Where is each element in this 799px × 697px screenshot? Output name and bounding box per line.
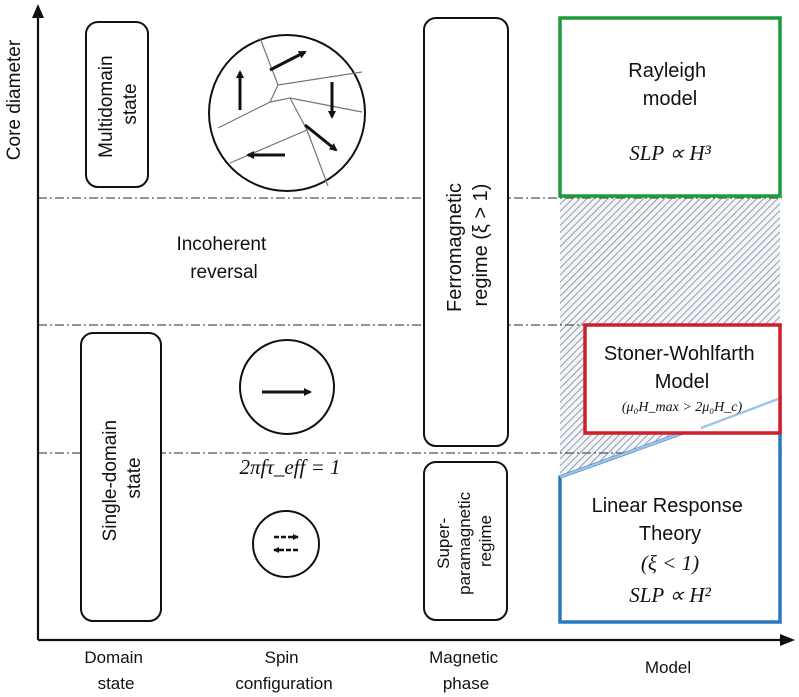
linear-response-formula: SLP ∝ H² (629, 583, 711, 607)
ferromagnetic-regime-label: Ferromagnetic regime (ξ > 1) (444, 178, 492, 312)
stoner-wohlfarth-condition: (μ₀H_max > 2μ₀H_c) (622, 400, 743, 415)
x-label-spin-configuration: Spin configuration (235, 648, 332, 693)
superparamagnetic-regime-label: Super- paramagnetic regime (434, 487, 495, 595)
x-label-domain-state: Domain state (84, 648, 147, 693)
ferromagnetic-regime-box (423, 17, 509, 447)
rayleigh-formula: SLP ∝ H³ (629, 141, 711, 165)
multidomain-state-box (85, 21, 149, 188)
relaxation-criterion: 2πfτ_eff = 1 (239, 455, 340, 479)
linear-response-condition: (ξ < 1) (641, 551, 699, 575)
incoherent-reversal-label: Incoherent reversal (176, 234, 271, 283)
multidomain-spin-icon (208, 34, 366, 192)
y-axis-label: Core diameter (4, 39, 25, 160)
x-label-model: Model (645, 658, 691, 677)
superparamagnetic-spin-icon (252, 510, 320, 578)
multidomain-state-label: Multidomain state (96, 50, 141, 158)
rayleigh-model-box (558, 16, 782, 198)
linear-response-label: Linear Response Theory (592, 495, 749, 545)
x-label-magnetic-phase: Magnetic phase (429, 648, 503, 693)
stoner-wohlfarth-blue-overlap (700, 397, 779, 430)
rayleigh-model-label: Rayleigh model (628, 60, 711, 110)
single-domain-state-label: Single-domain state (100, 415, 145, 542)
stoner-wohlfarth-label: Stoner-Wohlfarth Model (604, 343, 760, 393)
stoner-wohlfarth-model-box (583, 323, 782, 435)
single-domain-state-box (80, 332, 162, 622)
superparamagnetic-regime-box (423, 461, 508, 621)
y-axis-arrowhead (32, 4, 44, 18)
single-domain-spin-icon (239, 339, 335, 435)
x-axis-arrowhead (780, 634, 795, 646)
